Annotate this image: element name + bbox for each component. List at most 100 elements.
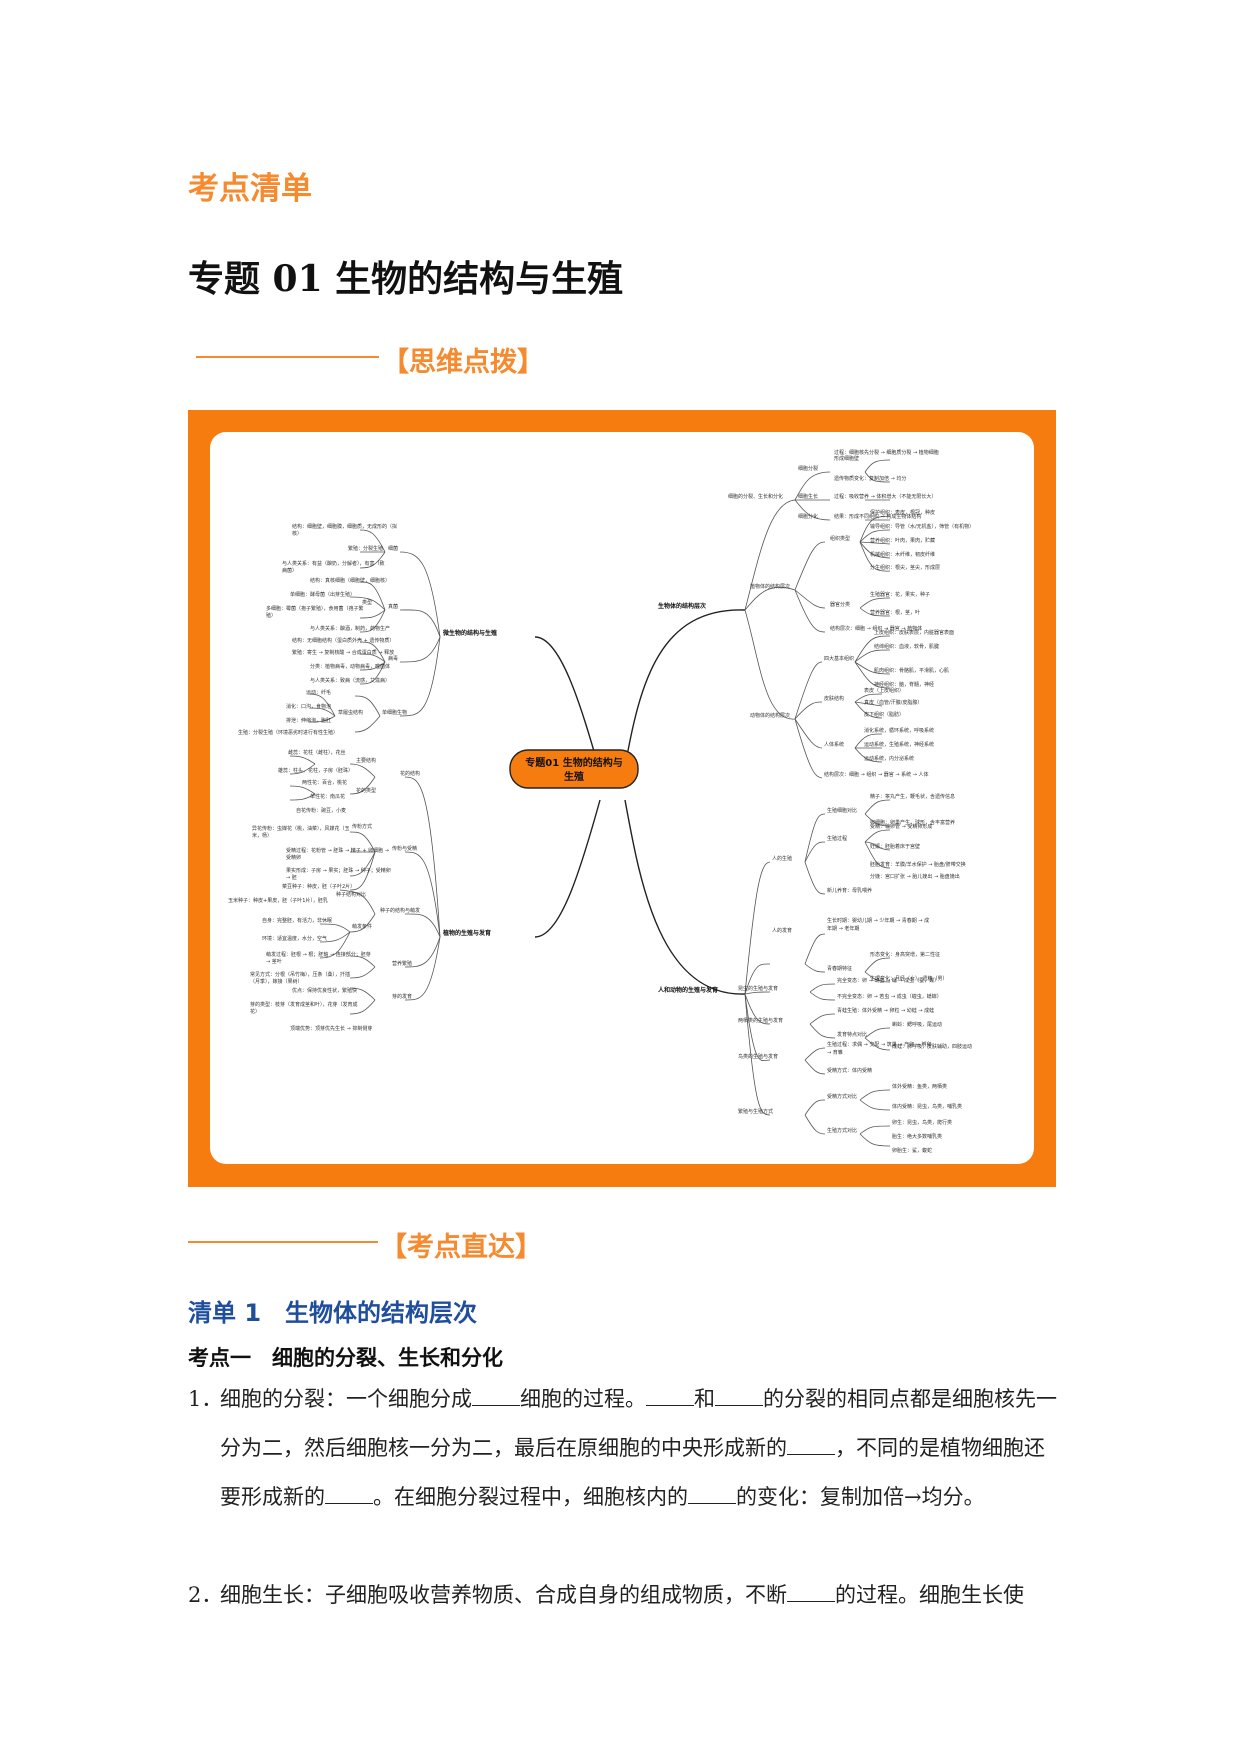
fill-blank[interactable] bbox=[472, 1387, 520, 1406]
branch-structure-levels: 生物体的结构层次 bbox=[658, 602, 706, 610]
mindmap-node: 萌发条件 bbox=[352, 923, 372, 930]
mindmap-node: 结构层次：细胞 → 组织 → 器官 → 系统 → 人体 bbox=[824, 771, 928, 778]
mindmap-node: 雌蕊：花柱（雌柱），花丝 bbox=[288, 749, 346, 756]
mindmap-node: 四大基本组织 bbox=[824, 655, 854, 662]
mindmap-node: 过程：细胞核先分裂 → 细胞质分裂 → 植物细胞 bbox=[834, 449, 939, 456]
fill-blank[interactable] bbox=[688, 1485, 736, 1504]
mindmap-node: 运动系统，生殖系统，神经系统 bbox=[864, 741, 934, 748]
mindmap-node: 细胞分裂 bbox=[798, 465, 818, 472]
mindmap-node: 营养繁殖 bbox=[392, 960, 412, 967]
branch-human-animal-reproduction: 人和动物的生殖与发育 bbox=[658, 986, 718, 994]
mindmap-node: 完全变态：卵 → 幼虫 → 蛹 → 成虫（蚕，蝶） bbox=[837, 977, 939, 984]
center-label-line2: 生殖 bbox=[564, 770, 584, 783]
mindmap-node: 异花传粉：虫媒花（桃，油菜），风媒花（玉 bbox=[252, 825, 350, 832]
mindmap-node: 人体系统 bbox=[824, 741, 844, 748]
mindmap-node: 受精卵 bbox=[286, 854, 301, 861]
mindmap-node: 病毒 bbox=[388, 655, 398, 662]
mindmap-node: 顶端优势：顶芽优先生长 → 抑制侧芽 bbox=[290, 1025, 372, 1032]
section-divider bbox=[196, 356, 379, 358]
branch-plant-reproduction: 植物的生殖与发育 bbox=[442, 929, 491, 937]
item-text: ，不同的是植物细胞还要形成新的 bbox=[220, 1436, 1045, 1509]
mindmap-node: 生理变化：月经（女），遗精（男） bbox=[870, 975, 948, 982]
page-header: 考点清单 bbox=[188, 171, 312, 207]
mindmap-node: 年期 → 老年期 bbox=[827, 925, 859, 932]
mindmap-node: 繁殖与生殖方式 bbox=[738, 1108, 773, 1115]
mindmap-node: 真皮（血管/汗腺/皮脂腺） bbox=[864, 699, 922, 706]
mindmap-node: 上皮组织：皮肤表层，内脏器官表面 bbox=[874, 629, 954, 636]
mindmap-card: 专题01 生物的结构与 生殖 生物体的结构层次 人和动物的生殖与发育 微生物的结… bbox=[210, 432, 1034, 1164]
mindmap-node: 植物体的结构层次 bbox=[750, 583, 790, 590]
fill-blank[interactable] bbox=[715, 1387, 763, 1406]
fill-blank[interactable] bbox=[787, 1436, 835, 1455]
mindmap-node: 运动系统，内分泌系统 bbox=[864, 755, 914, 762]
mindmap-node: 传粉与受精 bbox=[392, 845, 417, 852]
mindmap-node: 受精：输卵管 → 受精卵形成 bbox=[870, 823, 932, 830]
mindmap-node: 动物体的结构层次 bbox=[750, 712, 790, 719]
mindmap-node: 菜豆种子：种皮，胚（子叶2片） bbox=[282, 883, 355, 890]
branch-microbes: 微生物的结构与生殖 bbox=[442, 629, 497, 637]
mindmap-node: 结果：形成不同组织 → 构成生物体结构 bbox=[834, 513, 921, 520]
mindmap-node: 发育特点对比 bbox=[837, 1031, 867, 1038]
mindmap-node: 鸟类的生殖与发育 bbox=[738, 1053, 778, 1060]
mindmap-node: 青蛙生殖：体外受精 → 卵粒 → 幼蛙 → 成蛙 bbox=[837, 1007, 934, 1014]
mindmap-node: 胚胎发育：羊膜/羊水保护 → 胎盘/脐带交换 bbox=[870, 861, 966, 868]
mindmap-center-node bbox=[509, 749, 639, 789]
item-number: 1． bbox=[188, 1387, 223, 1411]
mindmap-node: 新儿养育：母乳喂养 bbox=[827, 887, 872, 894]
mindmap-node: 单细胞：酵母菌（出芽生殖） bbox=[290, 591, 355, 598]
mindmap-node: 多细胞：霉菌（孢子繁殖），食用菌（孢子繁 bbox=[266, 605, 364, 612]
mindmap-node: 消化：口沟，食物泡 bbox=[286, 703, 331, 710]
mindmap-node: 细菌 bbox=[388, 545, 398, 552]
mindmap-node: → 育雏 bbox=[827, 1049, 843, 1056]
mindmap-node: 结缔组织：血液，软骨，肌腱 bbox=[874, 643, 939, 650]
mindmap-node: 萌发过程：胚根 → 根；胚轴 → 连接部分；胚芽 bbox=[266, 951, 371, 958]
mindmap-node: 类型 bbox=[362, 599, 372, 606]
mindmap-node: 遗传物质变化：复制加倍 → 均分 bbox=[834, 475, 906, 482]
mindmap-node: 与人类关系：酿酒，制药，药物生产 bbox=[310, 625, 390, 632]
mindmap-node: 蝌蚪：鳃呼吸，尾运动 bbox=[892, 1021, 942, 1028]
fill-blank[interactable] bbox=[325, 1485, 373, 1504]
mindmap-node: 花的类型 bbox=[356, 787, 376, 794]
mindmap-node: 受精过程：花粉管 → 胚珠 → 精子 + 卵细胞 → bbox=[286, 847, 389, 854]
mindmap-node: 生殖方式对比 bbox=[827, 1127, 857, 1134]
mindmap-node: 营养器官：根，茎，叶 bbox=[870, 609, 920, 616]
mindmap-node: 分生组织：根尖，茎尖，形成层 bbox=[870, 564, 940, 571]
mindmap-node: 芽的发育 bbox=[392, 993, 412, 1000]
mindmap-node: 保护组织：表皮，根冠，种皮 bbox=[870, 509, 935, 516]
mindmap-node: 结构：真核细胞（细胞壁，细胞核） bbox=[310, 577, 390, 584]
mindmap-node: 生殖过程 bbox=[827, 835, 847, 842]
item-text: 。在细胞分裂过程中，细胞核内的 bbox=[373, 1485, 688, 1509]
mindmap-node: 结构：细胞壁，细胞膜，细胞质，无成形的（拟 bbox=[292, 523, 397, 530]
item-text: 的变化：复制加倍→均分。 bbox=[736, 1485, 985, 1509]
list-item: 1． 细胞的分裂：一个细胞分成细胞的过程。和的分裂的相同点都是细胞核先一分为二，… bbox=[188, 1375, 1058, 1522]
mindmap-node: 自花传粉：豌豆，小麦 bbox=[296, 807, 346, 814]
mindmap-node: 运动：纤毛 bbox=[306, 689, 331, 696]
fill-blank[interactable] bbox=[787, 1583, 835, 1602]
mindmap-node: 结构层次：细胞 → 组织 → 器官 → 植物体 bbox=[830, 625, 922, 632]
mindmap-node: 卵胎生：鲨，蝮蛇 bbox=[892, 1147, 932, 1154]
mindmap-node: 繁殖：分裂生殖 bbox=[348, 545, 383, 552]
mindmap-node: 殖） bbox=[266, 612, 276, 619]
mindmap-node: → 胚 bbox=[286, 875, 297, 881]
mindmap-node: 自身：完整胚，有活力，非休眠 bbox=[262, 917, 332, 924]
item-text: 细胞的分裂：一个细胞分成 bbox=[220, 1387, 472, 1411]
mindmap-node: 真菌 bbox=[388, 603, 398, 610]
mindmap-node: 细胞的分裂、生长和分化 bbox=[728, 493, 783, 500]
point-title: 考点一 细胞的分裂、生长和分化 bbox=[188, 1346, 503, 1370]
mindmap-node: 体外受精：鱼类，两栖类 bbox=[892, 1083, 947, 1090]
mindmap-node: 核） bbox=[292, 530, 302, 537]
mindmap-node: 成蛙：肺呼吸，皮肤辅助，四肢运动 bbox=[892, 1043, 972, 1050]
mindmap-node: 繁殖：寄生 → 复制核酸 → 合成蛋白质 → 释放 bbox=[292, 649, 394, 656]
mindmap-node: 优点：保持优良性状，繁殖快 bbox=[292, 987, 357, 994]
item-text: 的过程。细胞生长使 bbox=[835, 1583, 1024, 1607]
center-label-line1: 专题01 生物的结构与 bbox=[525, 756, 622, 769]
mindmap-node: 机械组织：木纤维，韧皮纤维 bbox=[870, 551, 935, 558]
mindmap-node: 人的生殖 bbox=[772, 855, 792, 862]
mindmap-node: 组织类型 bbox=[830, 535, 850, 542]
mindmap-node: 妊娠：胚胎着床于宫壁 bbox=[870, 843, 920, 850]
mindmap-node: 单细胞生物 bbox=[382, 709, 407, 716]
mindmap-node: 受精方式对比 bbox=[827, 1093, 857, 1100]
page-title: 专题 01 生物的结构与生殖 bbox=[188, 258, 624, 300]
mindmap-node: （月季），嫁接（果树） bbox=[250, 978, 303, 985]
fill-blank[interactable] bbox=[646, 1387, 694, 1406]
